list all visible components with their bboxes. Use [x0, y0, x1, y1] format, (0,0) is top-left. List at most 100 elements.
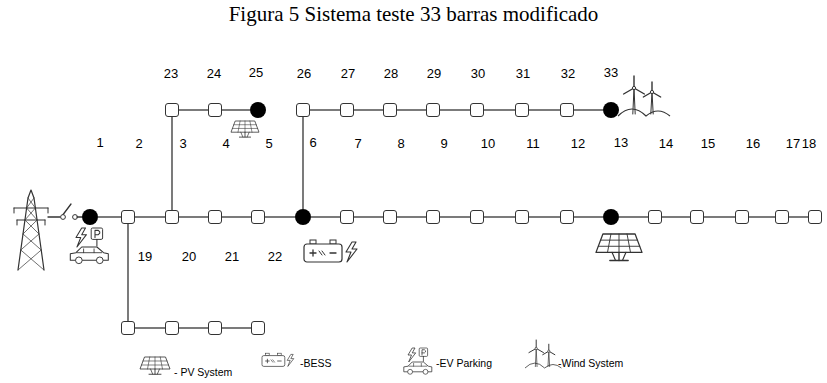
- feeder-line: [302, 117, 303, 209]
- bus-number: 20: [182, 250, 196, 263]
- hub: [650, 90, 653, 93]
- stroke: [598, 246, 639, 247]
- feeder-line: [265, 216, 295, 217]
- stroke: [245, 132, 246, 137]
- feeder-line: [354, 109, 383, 110]
- parking-sign: [91, 228, 102, 239]
- wheel: [76, 257, 83, 264]
- bus-dot: 25: [250, 102, 266, 118]
- bus-dot: 1: [82, 209, 98, 225]
- stroke: [273, 360, 275, 362]
- bus-number: 19: [138, 250, 152, 263]
- stroke: [48, 208, 49, 213]
- bus-number: 27: [341, 67, 355, 80]
- pv-system-icon: [596, 234, 642, 260]
- bus-number: 15: [701, 137, 715, 150]
- feeder-line: [484, 109, 515, 110]
- shape: [408, 348, 416, 362]
- stroke: [409, 366, 427, 367]
- bus-box: 10: [470, 210, 484, 224]
- stroke: [312, 250, 313, 256]
- legend-text: -BESS: [300, 358, 332, 369]
- stroke: [535, 348, 537, 366]
- stroke: [160, 357, 162, 369]
- bus-number: 8: [397, 137, 404, 150]
- stroke: [608, 234, 611, 252]
- feeder-line: [619, 216, 648, 217]
- parking-sign: [419, 348, 427, 356]
- bus-number: 11: [526, 137, 540, 150]
- bus-box: 2: [121, 210, 135, 224]
- bus-box: 27: [340, 103, 354, 117]
- feeder-line: [529, 216, 560, 217]
- bus-box: 5: [251, 210, 265, 224]
- bus-box: 20: [165, 321, 179, 335]
- bus-box: 30: [470, 103, 484, 117]
- stroke: [25, 220, 39, 234]
- stroke: [267, 359, 268, 363]
- legend-text: - PV System: [174, 367, 232, 378]
- bus-number: 33: [604, 66, 618, 79]
- legend-text: -EV Parking: [436, 358, 492, 369]
- feeder-line: [222, 216, 251, 217]
- shape: [231, 121, 259, 132]
- stroke: [45, 220, 46, 225]
- feeder-line: [179, 109, 208, 110]
- hub: [548, 350, 550, 352]
- bus-number: 31: [516, 67, 530, 80]
- stroke: [422, 350, 426, 355]
- bus-box: 9: [426, 210, 440, 224]
- stroke: [618, 252, 619, 260]
- figure-title: Figura 5 Sistema teste 33 barras modific…: [0, 2, 827, 27]
- stroke: [155, 357, 156, 369]
- stroke: [25, 208, 35, 220]
- bus-number: 25: [249, 66, 263, 79]
- stroke: [271, 360, 273, 362]
- stroke: [250, 121, 252, 132]
- bus-number: 30: [471, 67, 485, 80]
- feeder-line: [135, 216, 165, 217]
- stroke: [322, 251, 325, 255]
- feeder-line: [574, 109, 603, 110]
- bess-icon: [304, 240, 357, 262]
- stroke: [622, 252, 625, 260]
- wind-system-icon: [525, 340, 561, 368]
- bus-number: 29: [427, 67, 441, 80]
- shape: [596, 234, 642, 252]
- stroke: [14, 207, 48, 208]
- stroke: [423, 356, 424, 361]
- feeder-line: [397, 216, 426, 217]
- bus-box: 12: [560, 210, 574, 224]
- bus-number: 16: [746, 137, 760, 150]
- battery-body: [304, 244, 342, 262]
- bus-dot: 13: [603, 209, 619, 225]
- hub: [535, 347, 537, 349]
- bus-box: 21: [208, 321, 222, 335]
- wheel: [96, 257, 103, 264]
- stroke: [18, 250, 41, 270]
- hub: [632, 86, 635, 89]
- feeder-line: [704, 216, 735, 217]
- pv-system-icon: [231, 121, 259, 137]
- stroke: [21, 250, 44, 270]
- feeder-line: [574, 216, 603, 217]
- stroke: [94, 249, 95, 253]
- bus-box: 23: [165, 103, 179, 117]
- pv-system-icon: [140, 357, 170, 374]
- stroke: [143, 360, 167, 361]
- stroke: [548, 351, 550, 366]
- feeder-line: [310, 109, 340, 110]
- bus-box: 7: [340, 210, 354, 224]
- ev-parking-icon: [404, 348, 432, 374]
- bus-box: 31: [515, 103, 529, 117]
- stroke: [17, 219, 45, 220]
- hill: [618, 109, 670, 116]
- bus-number: 4: [222, 137, 229, 150]
- feeder-line: [789, 216, 808, 217]
- feeder-line: [135, 327, 165, 328]
- feeder-line: [222, 109, 250, 110]
- stroke: [48, 216, 60, 217]
- feeder-line: [222, 327, 251, 328]
- wheel: [408, 369, 413, 374]
